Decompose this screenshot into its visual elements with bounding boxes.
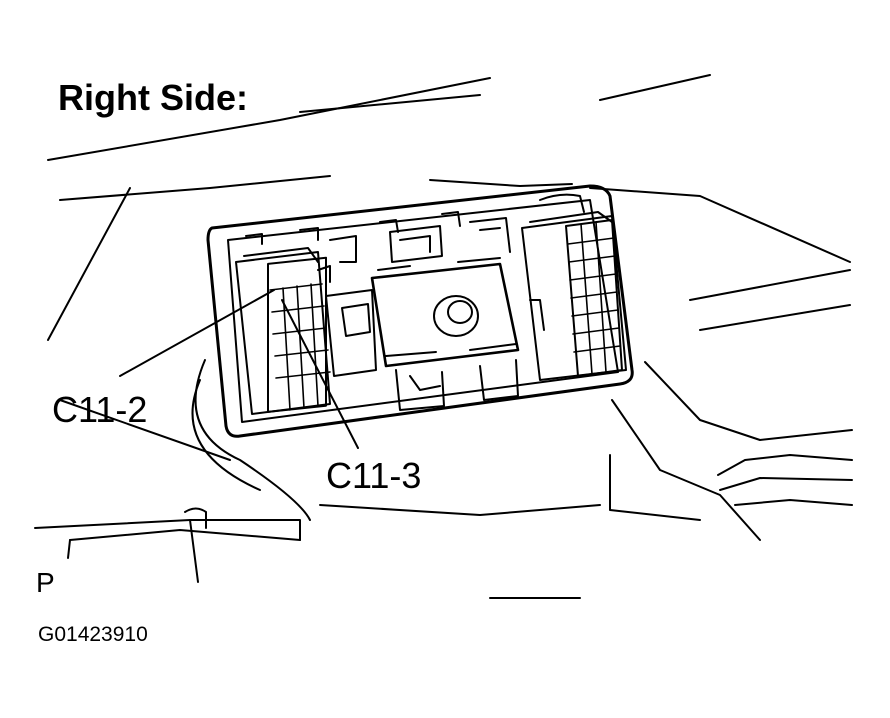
leader-lines xyxy=(119,289,359,449)
corner-mark: P xyxy=(36,567,55,598)
body-panel-lines xyxy=(34,74,853,599)
diagram-title: Right Side: xyxy=(58,77,248,118)
junction-block xyxy=(206,184,634,438)
connector-label-c11-3: C11-3 xyxy=(326,455,422,496)
connector-right xyxy=(521,211,627,381)
center-bracket xyxy=(325,217,520,411)
figure-code: G01423910 xyxy=(38,623,148,646)
connector-c11-2 xyxy=(235,247,331,415)
connector-label-c11-2: C11-2 xyxy=(52,389,148,430)
